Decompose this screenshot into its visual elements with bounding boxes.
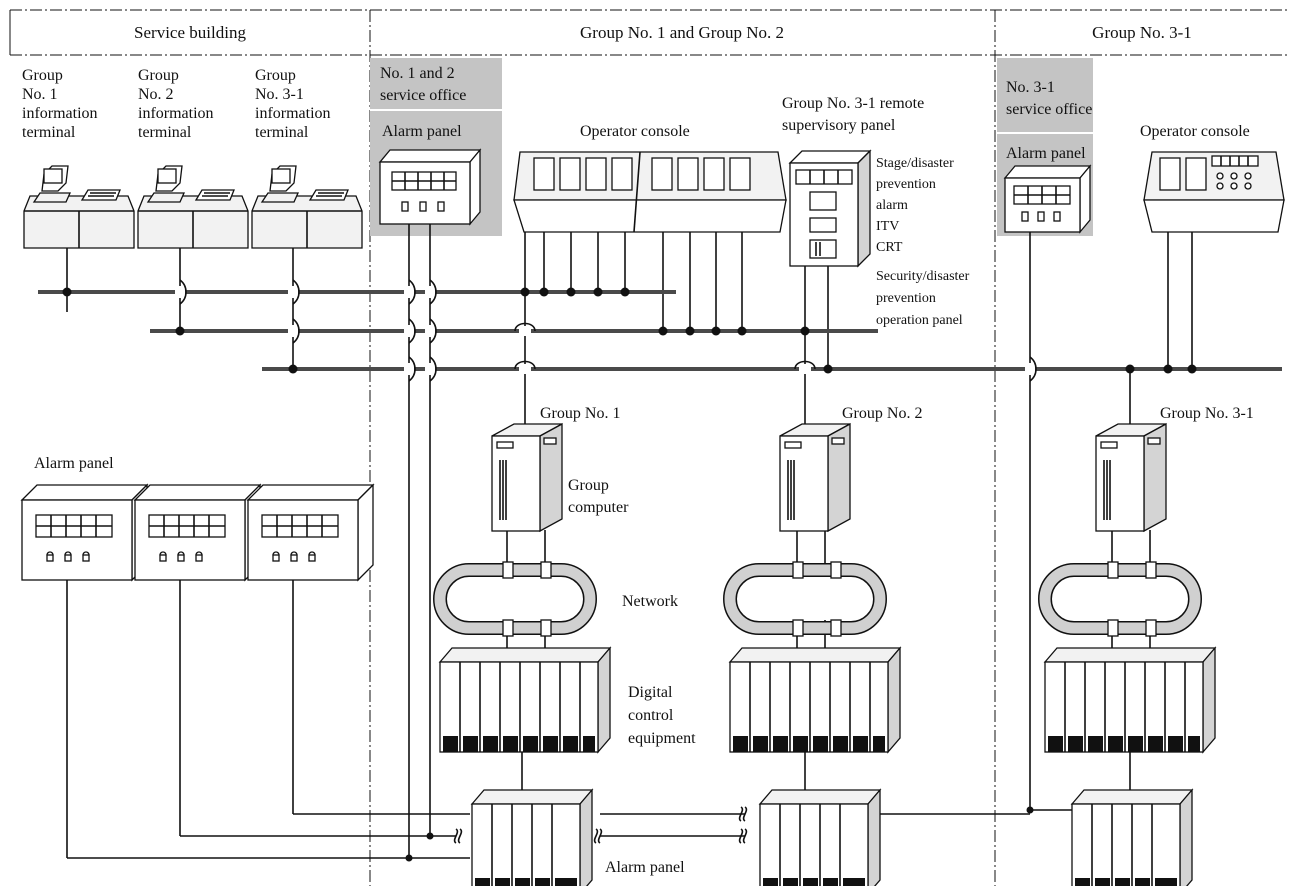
- bottom-alarm-panel-label: Alarm panel: [605, 859, 685, 876]
- digital-control-label-line1: Digital: [628, 684, 673, 701]
- svg-text:ITV: ITV: [876, 219, 899, 234]
- group-3-1-digital-control-equipment: [1044, 647, 1216, 753]
- operator-console-1-2-label: Operator console: [580, 123, 690, 140]
- digital-control-label-line3: equipment: [628, 730, 696, 747]
- operator-console-3-1: [1143, 151, 1285, 233]
- group-3-1-computer: [1095, 423, 1167, 532]
- svg-text:Stage/disaster: Stage/disaster: [876, 156, 954, 171]
- group-1-network-ring: [440, 562, 590, 636]
- svg-text:prevention: prevention: [876, 177, 936, 192]
- svg-text:information: information: [22, 105, 98, 122]
- remote-panel-title-line1: Group No. 3-1 remote: [782, 95, 924, 112]
- service-alarm-panel-1: [21, 484, 148, 581]
- svg-text:No. 3-1: No. 3-1: [255, 86, 304, 103]
- operator-console-3-1-label: Operator console: [1140, 123, 1250, 140]
- group-1-label: Group No. 1: [540, 405, 620, 422]
- group-3-1-network-ring: [1045, 562, 1195, 636]
- remote-panel-items: Stage/disaster prevention alarm ITV CRT …: [876, 156, 970, 328]
- service-office-1-2-line2: service office: [380, 87, 466, 104]
- section-title-group-1-2: Group No. 1 and Group No. 2: [580, 23, 784, 42]
- svg-text:CRT: CRT: [876, 240, 903, 255]
- svg-text:alarm: alarm: [876, 198, 908, 213]
- remote-panel-title-line2: supervisory panel: [782, 117, 896, 134]
- svg-text:terminal: terminal: [22, 124, 76, 141]
- office-3-1-alarm-panel: [1003, 164, 1092, 234]
- service-office-1-2-line1: No. 1 and 2: [380, 65, 455, 82]
- remote-supervisory-panel: [788, 149, 872, 268]
- group-1-computer: [491, 423, 563, 532]
- svg-text:information: information: [255, 105, 331, 122]
- svg-text:No. 2: No. 2: [138, 86, 174, 103]
- svg-text:terminal: terminal: [255, 124, 309, 141]
- information-terminal-3: [251, 165, 363, 249]
- group-2-digital-control-equipment: [729, 647, 901, 753]
- section-title-service-building: Service building: [134, 23, 246, 42]
- group-3-1-alarm-panel-rack: [1071, 789, 1193, 886]
- terminal-2-label: Group No. 2 information terminal: [138, 67, 214, 141]
- information-terminal-2: [137, 165, 249, 249]
- office-1-2-alarm-panel-label: Alarm panel: [382, 123, 462, 140]
- junction-dots: [62, 287, 1197, 862]
- digital-control-label-line2: control: [628, 707, 674, 724]
- svg-text:No. 1: No. 1: [22, 86, 58, 103]
- section-title-group-3-1: Group No. 3-1: [1092, 23, 1192, 42]
- terminal-3-label: Group No. 3-1 information terminal: [255, 67, 331, 141]
- office-1-2-alarm-panel: [378, 148, 482, 226]
- group-3-1-label: Group No. 3-1: [1160, 405, 1254, 422]
- svg-text:Group: Group: [138, 67, 179, 84]
- information-terminal-1: [23, 165, 135, 249]
- office-3-1-alarm-panel-label: Alarm panel: [1006, 145, 1086, 162]
- svg-text:information: information: [138, 105, 214, 122]
- service-office-3-1-line1: No. 3-1: [1006, 79, 1055, 96]
- group-2-computer: [779, 423, 851, 532]
- group-computer-label-line1: Group: [568, 477, 609, 494]
- group-1-2-alarm-panel-rack-b: [759, 789, 881, 886]
- service-alarm-panel-3: [247, 484, 374, 581]
- group-computer-label-line2: computer: [568, 499, 629, 516]
- svg-text:Group: Group: [255, 67, 296, 84]
- header-band: [9, 9, 1289, 56]
- crossover-hops: [175, 279, 1037, 382]
- group-2-label: Group No. 2: [842, 405, 922, 422]
- svg-text:Group: Group: [22, 67, 63, 84]
- network-label: Network: [622, 593, 678, 610]
- svg-text:terminal: terminal: [138, 124, 192, 141]
- service-alarm-panel-label: Alarm panel: [34, 455, 114, 472]
- operator-console-1-2: [513, 151, 787, 233]
- svg-text:prevention: prevention: [876, 291, 936, 306]
- terminal-1-label: Group No. 1 information terminal: [22, 67, 98, 141]
- service-alarm-panel-2: [134, 484, 261, 581]
- service-office-3-1-line2: service office: [1006, 101, 1092, 118]
- group-1-2-alarm-panel-rack-a: [471, 789, 593, 886]
- group-1-digital-control-equipment: [439, 647, 611, 753]
- group-2-network-ring: [730, 562, 880, 636]
- svg-text:operation panel: operation panel: [876, 313, 963, 328]
- svg-text:Security/disaster: Security/disaster: [876, 269, 970, 284]
